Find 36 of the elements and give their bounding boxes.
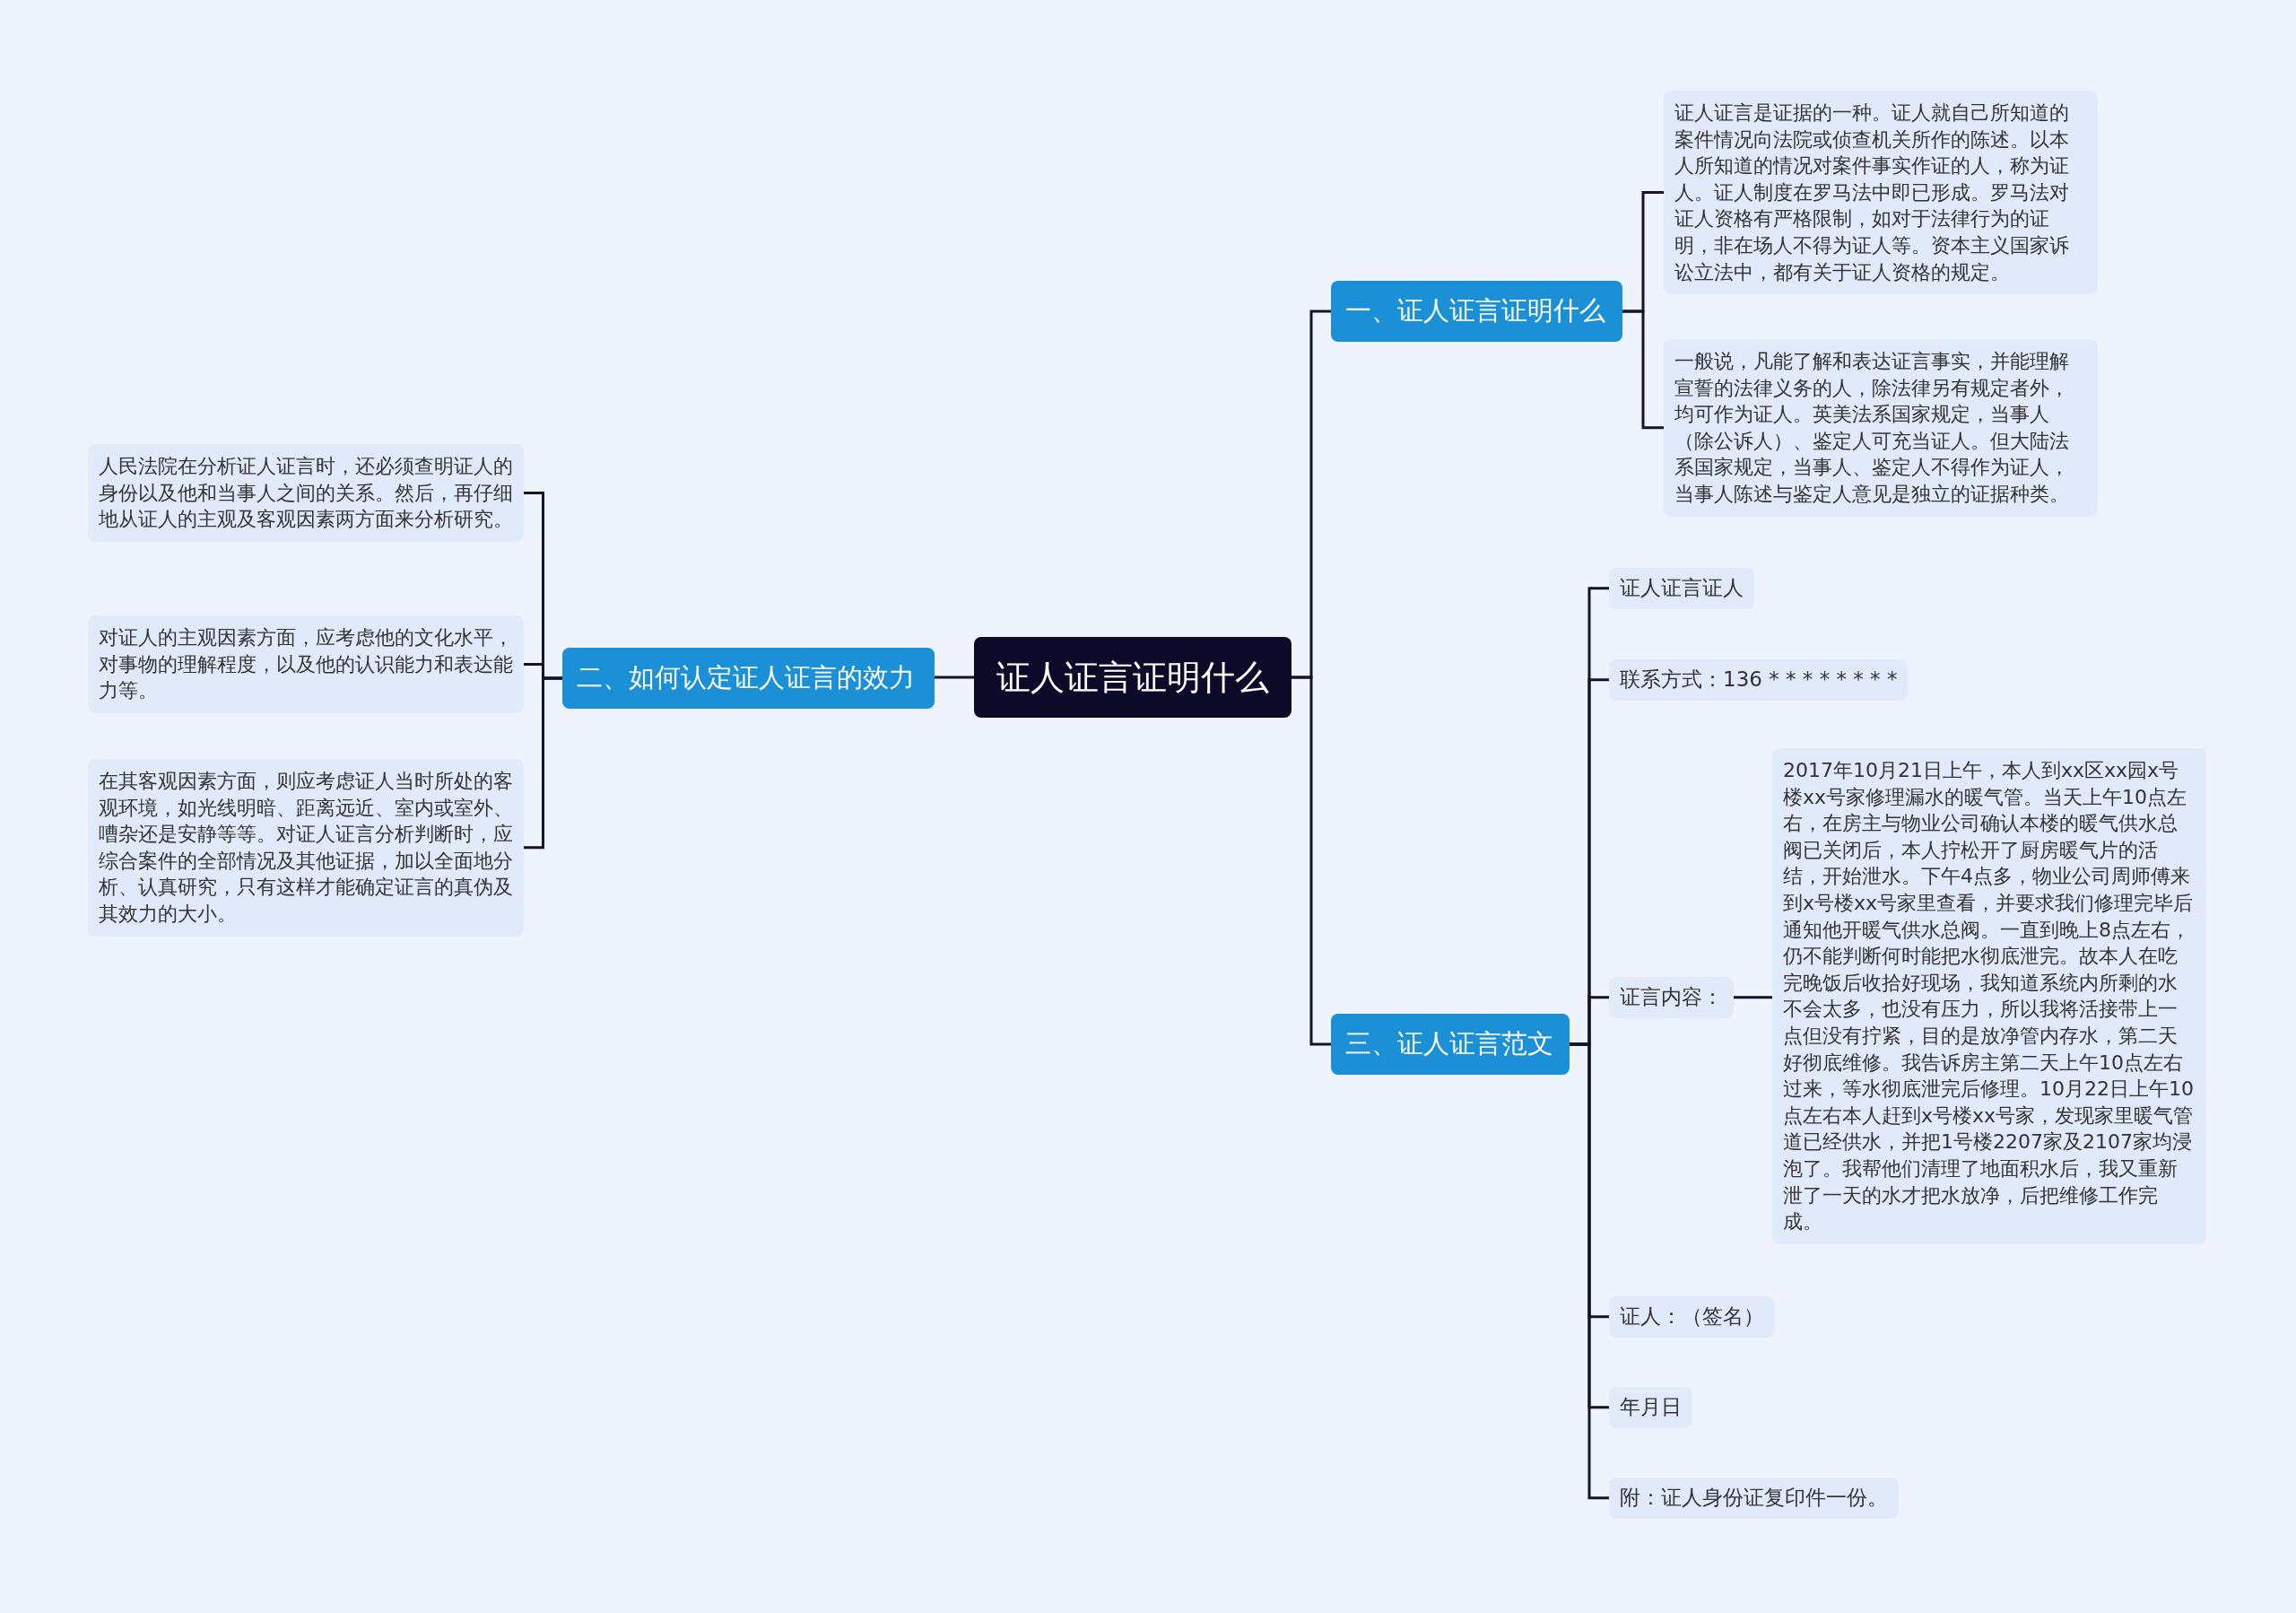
central-topic-box — [974, 637, 1292, 718]
topic-box — [1331, 1014, 1570, 1075]
note-text: 对证人的主观因素方面，应考虑他的文化水平，对事物的理解程度，以及他的认识能力和表达能力等。 — [99, 626, 513, 702]
connector-line — [1292, 676, 1331, 1046]
note-box — [1609, 659, 1909, 701]
note-text: 在其客观因素方面，则应考虑证人当时所处的客观环境，如光线明暗、距离远近、室内或室外、嘈杂还是安静等等。对证人证言分析判断时，应综合案件的全部情况及其他证据，加以全面地分析、认真研究，只有这样才能确定证言的真伪及其效力的大小。 — [99, 770, 513, 925]
note-box — [1609, 1387, 1692, 1428]
note-box — [1609, 568, 1754, 609]
connector-line — [1622, 310, 1664, 430]
note-box — [88, 759, 524, 937]
note-text: 证人证言是证据的一种。证人就自己所知道的案件情况向法院或侦查机关所作的陈述。以本人所知道的情况对案件事实作证的人，称为证人。证人制度在罗马法中即已形成。罗马法对证人资格有严格限制，如对于法律行为的证明，非在场人不得为证人等。资本主义国家诉讼立法中，都有关于证人资格的规定。 — [1674, 101, 2069, 283]
note-text: 证人：（签名） — [1620, 1304, 1764, 1328]
note-box — [1664, 91, 2098, 295]
note-text: 人民法院在分析证人证言时，还必须查明证人的身份以及他和当事人之间的关系。然后，再仔细地从证人的主观及客观因素两方面来分析研究。 — [99, 455, 513, 531]
note-box — [1609, 1296, 1775, 1338]
topic-text: 三、证人证言范文 — [1345, 1027, 1553, 1060]
note-text: 联系方式：136 * * * * * * * * — [1620, 667, 1898, 691]
note-box — [1609, 1478, 1899, 1519]
note-box — [1609, 977, 1734, 1018]
connector-line — [935, 676, 974, 679]
note-box — [1664, 339, 2098, 517]
note-text: 一般说，凡能了解和表达证言事实，并能理解宣誓的法律义务的人，除法律另有规定者外，均可作为证人。英美法系国家规定，当事人（除公诉人）、鉴定人可充当证人。但大陆法系国家规定，当事人、鉴定人不得作为证人，当事人陈述与鉴定人意见是独立的证据种类。 — [1674, 350, 2069, 505]
note-text: 证言内容： — [1620, 985, 1723, 1008]
connector-line — [524, 676, 562, 850]
note-text: 年月日 — [1620, 1395, 1682, 1418]
topic-text: 二、如何认定证人证言的效力 — [577, 661, 915, 694]
topic-box — [1331, 281, 1622, 342]
note-text: 附：证人身份证复印件一份。 — [1620, 1486, 1888, 1509]
topic-text: 一、证人证言证明什么 — [1345, 294, 1605, 327]
note-text: 2017年10月21日上午，本人到xx区xx园x号楼xx号家修理漏水的暖气管。当天上午10点左右，在房主与物业公司确认本楼的暖气供水总阀已关闭后，本人拧松开了厨房暖气片的活结，开始泄水。下午4点多，物业公司周师傅来到x号楼xx号家里查看，并要求我们修理完毕后通知他开暖气供水总阀。一直到晚上8点左右，仍不能判断何时能把水彻底泄完。故本人在吃完晚饭后收拾好现场，我知道系统内所剩的水不会太多，也没有压力，所以我将活接带上一点但没有拧紧，目的是放净管内存水，第二天好彻底维修。我告诉房主第二天上午10点左右过来，等水彻底泄完后修理。10月22日上午10点左右本人赶到x号楼xx号家，发现家里暖气管道已经供水，并把1号楼2207家及2107家均浸泡了。我帮他们清理了地面积水后，我又重新泄了一天的水才把水放净，后把维修工作完成。 — [1783, 759, 2194, 1234]
note-box — [88, 615, 524, 713]
topic-box — [562, 648, 935, 709]
note-text: 证人证言证人 — [1620, 576, 1744, 599]
title-text: 证人证言证明什么 — [996, 656, 1269, 699]
note-box — [88, 444, 524, 542]
connector-line — [1734, 996, 1772, 999]
